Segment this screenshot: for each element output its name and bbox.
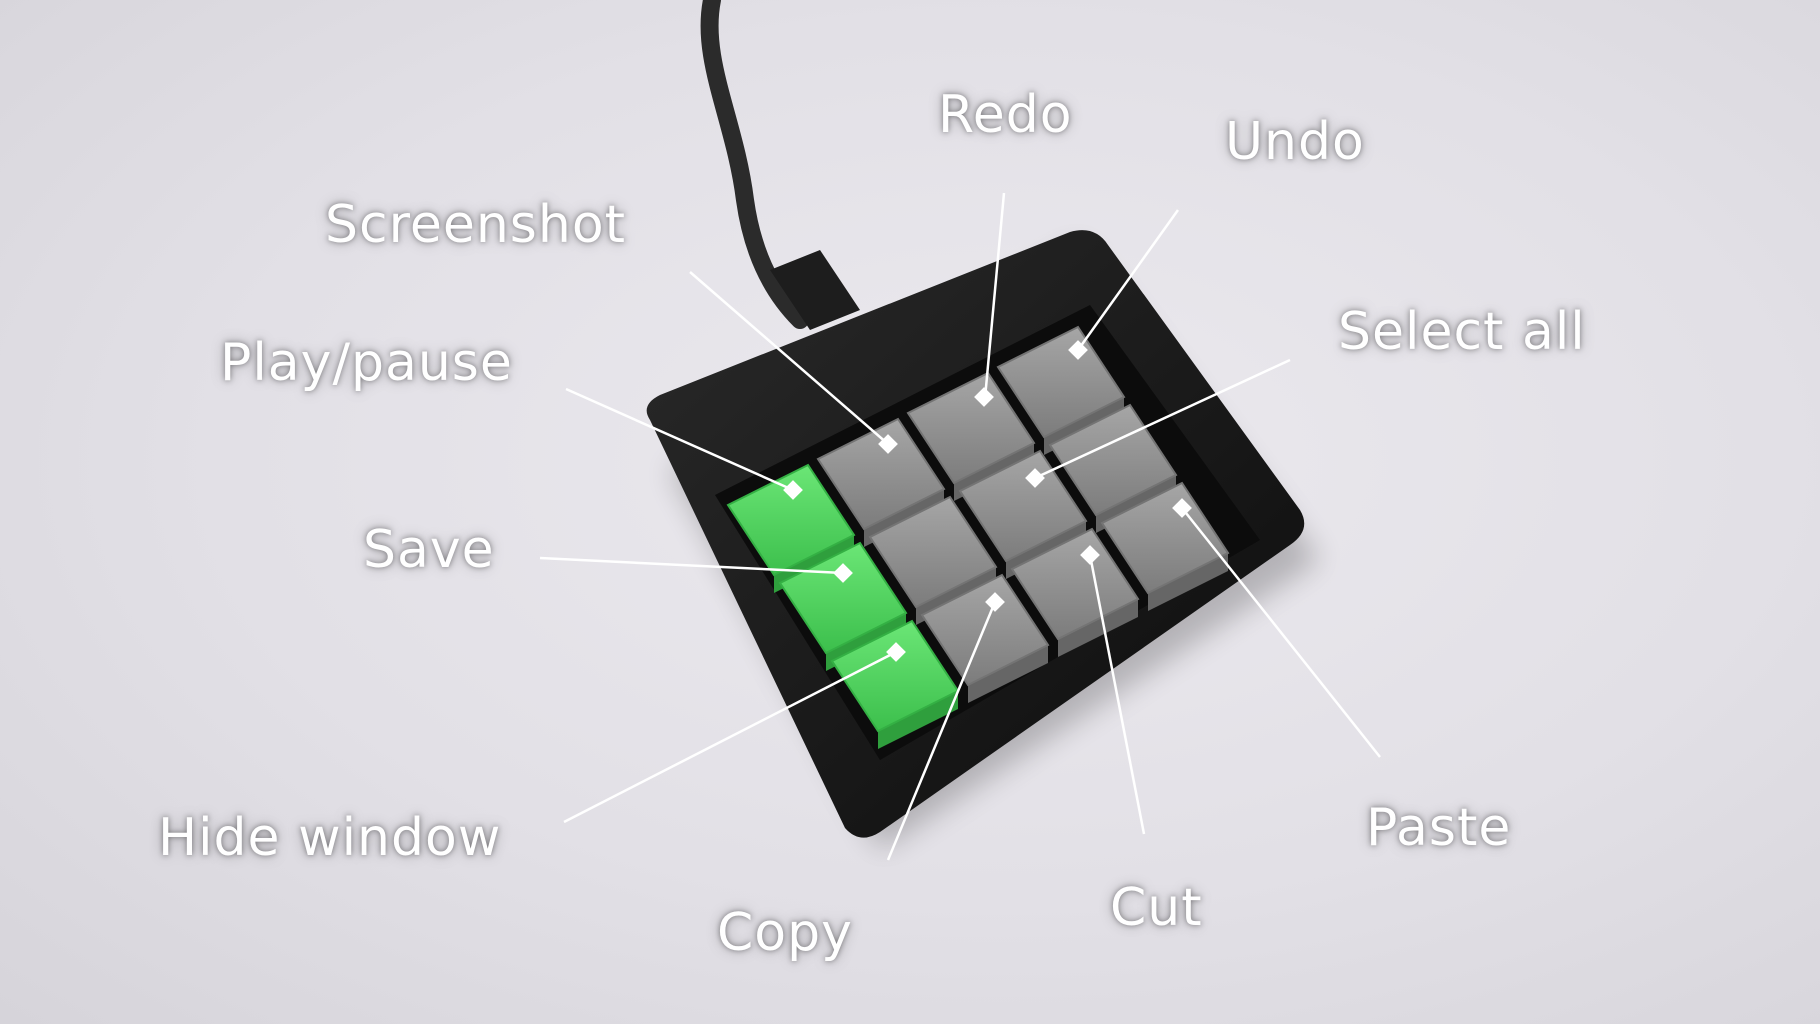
marker-copy [985,592,1005,612]
marker-save [833,563,853,583]
label-redo: Redo [938,85,1073,145]
marker-undo [1068,340,1088,360]
marker-select-all [1025,468,1045,488]
label-paste: Paste [1366,798,1512,858]
green-keycap [726,463,856,577]
gray-keycap [906,371,1036,485]
label-hide-window: Hide window [158,808,502,868]
callout-line-select-all [1034,358,1291,480]
gray-key-skirt [1058,599,1138,657]
gray-keycap [816,417,946,531]
gray-key-skirt [1148,553,1228,611]
callout-line-paste [1181,507,1381,758]
gray-keycap [1100,481,1230,595]
gray-keycap [958,449,1088,563]
callout-line-save [539,556,844,575]
label-cut: Cut [1110,878,1203,938]
callout-line-copy [886,601,997,861]
callout-line-cut [1088,554,1146,835]
cable-connector [770,250,860,330]
gray-key-skirt [968,645,1048,703]
callout-lines [539,192,1381,861]
label-undo: Undo [1225,112,1365,172]
label-copy: Copy [717,903,853,963]
label-save: Save [363,520,495,580]
callout-line-screenshot [689,271,889,445]
callout-markers [783,340,1192,662]
usb-cable [700,0,809,329]
label-play-pause: Play/pause [220,333,513,393]
callout-line-redo [983,192,1006,399]
green-key-skirt [878,691,958,749]
gray-keycap [1048,403,1178,517]
key-grid [726,325,1230,749]
marker-cut [1080,545,1100,565]
callout-line-play-pause [565,387,794,492]
marker-screenshot [878,434,898,454]
callout-line-hide-window [563,650,897,824]
gray-keycap [996,325,1126,439]
label-screenshot: Screenshot [325,195,627,255]
callout-line-undo [1076,209,1180,351]
marker-redo [974,387,994,407]
gray-keycap [868,495,998,609]
marker-hide-window [886,642,906,662]
label-select-all: Select all [1338,302,1586,362]
gray-keycap [1010,527,1140,641]
marker-play-pause [783,480,803,500]
gray-keycap [920,573,1050,687]
marker-paste [1172,498,1192,518]
